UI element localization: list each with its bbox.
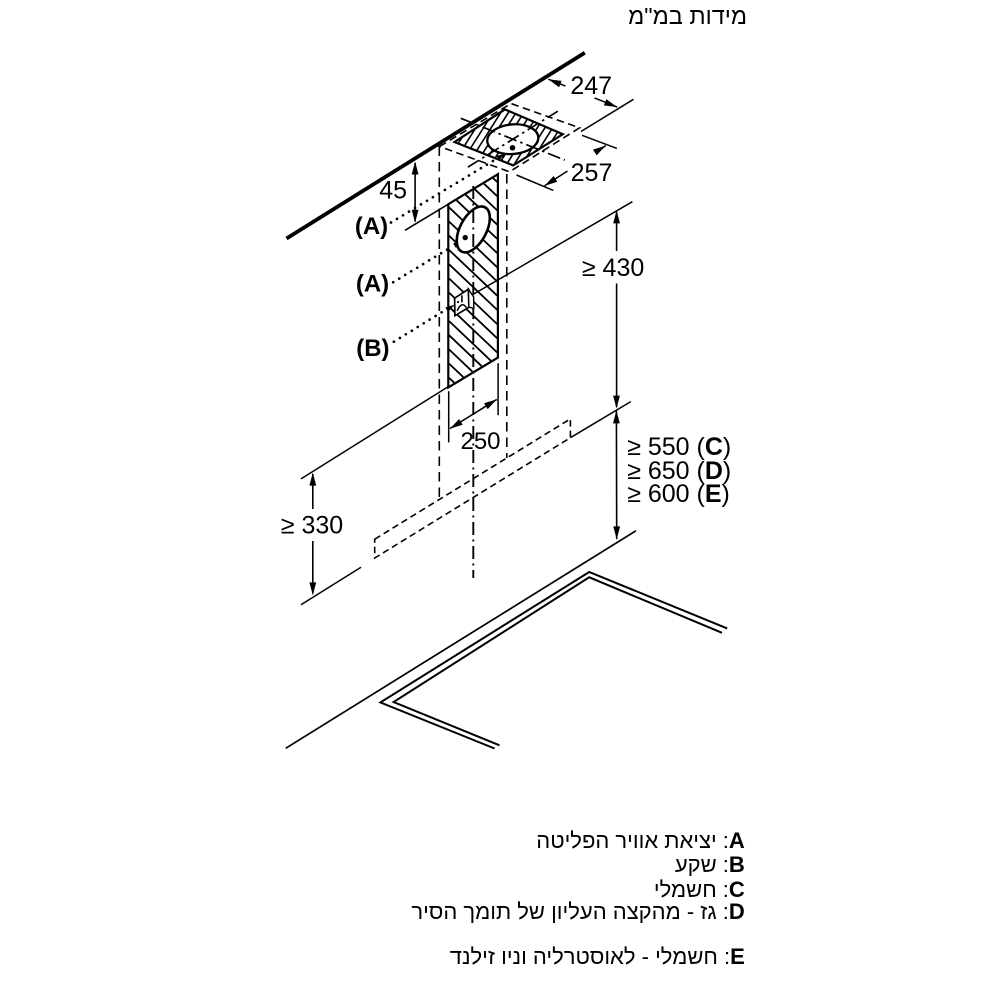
- svg-text:257: 257: [571, 159, 613, 187]
- svg-text:(A): (A): [355, 213, 388, 240]
- svg-text:≥ 330: ≥ 330: [281, 512, 343, 540]
- svg-text:≥ 600 (E): ≥ 600 (E): [627, 480, 730, 508]
- svg-text:45: 45: [379, 177, 407, 205]
- svg-text:≥ 430: ≥ 430: [582, 254, 644, 282]
- svg-text:247: 247: [570, 72, 612, 100]
- svg-text:(A): (A): [356, 271, 389, 298]
- svg-text:250: 250: [460, 428, 500, 455]
- svg-text:(B): (B): [356, 335, 389, 362]
